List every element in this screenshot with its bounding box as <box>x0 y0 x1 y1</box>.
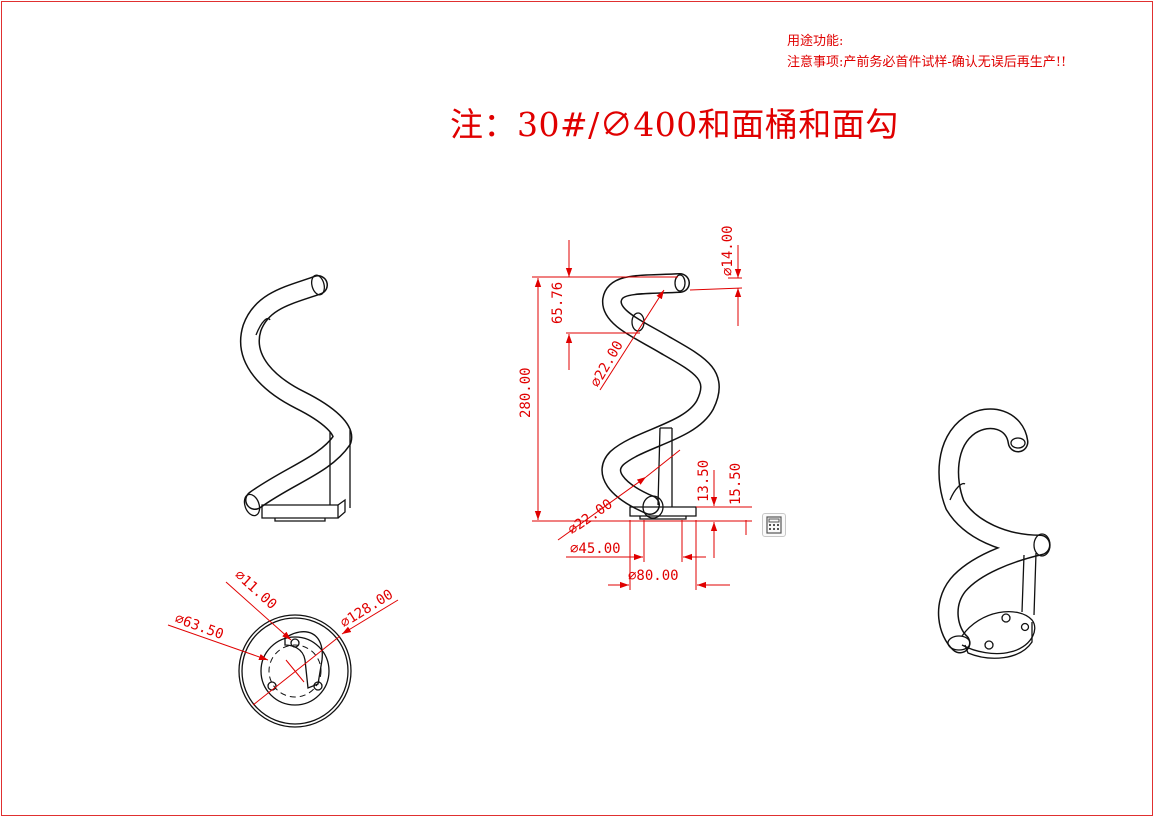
dim-hole-dia: ∅11.00 <box>231 567 279 613</box>
dim-head-height: 65.76 <box>550 282 566 324</box>
calculator-icon <box>766 516 782 534</box>
dim-base-dia: ∅80.00 <box>628 568 679 584</box>
main-note: 注：30#/∅400和面桶和面勾 <box>450 105 899 144</box>
dim-tube-dia-upper: ∅22.00 <box>588 338 627 390</box>
calculator-button[interactable] <box>762 513 786 537</box>
dim-base-height-2: 15.50 <box>728 463 744 505</box>
top-view-dimensions: ∅11.00 ∅63.50 ∅128.00 <box>167 567 399 661</box>
dim-bolt-circle-dia: ∅63.50 <box>173 611 226 643</box>
left-iso-view <box>240 274 353 522</box>
dim-base-height-1: 13.50 <box>696 460 712 502</box>
dim-tube-dia-lower: ∅22.00 <box>565 496 616 538</box>
note-caution: 注意事项:产前务必首件试样-确认无误后再生产!! <box>787 55 1067 70</box>
note-usage: 用途功能: <box>787 34 844 49</box>
dim-hub-dia: ∅45.00 <box>570 541 621 557</box>
top-view <box>238 614 352 728</box>
center-front-view <box>601 273 720 520</box>
dim-tip-dia: ∅14.00 <box>720 225 736 276</box>
dim-bowl-dia: ∅128.00 <box>338 587 397 632</box>
right-iso-view <box>937 408 1051 659</box>
dim-total-height: 280.00 <box>518 367 534 418</box>
